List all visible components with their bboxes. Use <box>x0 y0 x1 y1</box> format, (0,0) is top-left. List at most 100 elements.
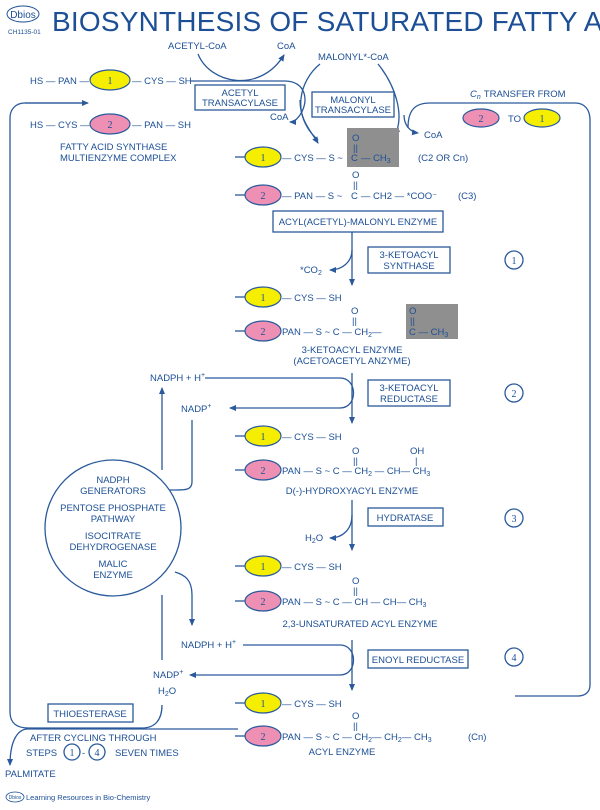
nadph-generators-circle <box>44 459 182 597</box>
enzyme-1-label: 1 <box>261 562 266 573</box>
generators-line-1: NADPH <box>96 475 129 486</box>
enzyme-2-ellipse <box>244 459 282 481</box>
complex-row1-left: HS — PAN — <box>30 76 89 87</box>
ketoacyl-name: 3-KETOACYL ENZYME <box>302 345 403 356</box>
enzyme-2-ellipse <box>244 184 282 206</box>
nadp-label: NADP+ <box>181 403 212 415</box>
transfer-enzyme-1-label: 1 <box>540 114 545 125</box>
generators-line-6: DEHYDROGENASE <box>69 542 156 553</box>
doc-code: CH1135-01 <box>8 29 41 36</box>
thioesterase-label: THIOESTERASE <box>53 709 126 720</box>
complex-label-2: MULTIENZYME COMPLEX <box>60 153 177 164</box>
enzyme-2-label: 2 <box>261 466 266 477</box>
ketoacyl-reductase-box <box>367 379 451 407</box>
enzyme-2-ellipse <box>244 725 282 747</box>
enzyme-1-ellipse <box>89 69 131 91</box>
footer-text: Learning Resources in Bio-Chemistry <box>26 793 150 802</box>
double-bond: || <box>353 721 358 732</box>
logo-text: Dbios <box>10 10 36 21</box>
malonyl-chain: — PAN — S ~ <box>282 191 343 202</box>
enzyme-1-ellipse <box>244 286 282 308</box>
generators-line-4: PATHWAY <box>91 514 136 525</box>
nadph-label-2: NADPH + H+ <box>181 639 236 651</box>
acetyl-highlight <box>347 128 399 167</box>
enzyme-2-label: 2 <box>261 597 266 608</box>
coa-release-arrow-2 <box>403 114 419 136</box>
enzyme-2-label: 2 <box>108 120 113 131</box>
generators-line-8: ENZYME <box>93 570 133 581</box>
malonyl-coa-label: MALONYL*-CoA <box>318 52 389 63</box>
acyl-enzyme-name: ACYL ENZYME <box>309 747 376 758</box>
cycle-note-times: SEVEN TIMES <box>115 748 179 759</box>
carbonyl-o: O <box>352 133 359 144</box>
nadph-label: NADPH + H+ <box>150 372 205 384</box>
acetyl-coa-arrow <box>197 53 285 82</box>
acyl-group: C— CH3 <box>351 153 391 165</box>
double-bond: || <box>353 586 358 597</box>
nadp-label-2: NADP+ <box>153 669 184 681</box>
transfer-enzyme-2-label: 2 <box>479 114 484 125</box>
complex-row2-left: HS — CYS — <box>30 120 90 131</box>
single-bond: | <box>415 456 417 467</box>
acyl-note: (C2 OR Cn) <box>418 153 468 164</box>
malonyl-transacylase-line1: MALONYL <box>330 95 375 106</box>
coa-label-right: CoA <box>424 130 443 141</box>
enzyme-1-label: 1 <box>261 699 266 710</box>
co2-arrow <box>329 249 353 273</box>
logo: Dbios <box>6 5 40 23</box>
ketoacyl-synthase-line1: 3-KETOACYL <box>380 250 439 261</box>
ketoacyl-alt-name: (ACETOACETYL ANZYME) <box>293 356 410 367</box>
acetyl-transacylase-line2: TRANSACYLASE <box>202 98 278 109</box>
coa-release-arrow <box>289 114 301 125</box>
enzyme-1-ellipse <box>244 555 282 577</box>
carbonyl-o: O <box>352 446 359 457</box>
enoyl-reductase-box <box>367 649 469 669</box>
cys-sh: — CYS — SH <box>282 293 342 304</box>
footer-logo <box>5 791 25 803</box>
transfer-to-label: TO <box>508 114 521 125</box>
step-4-label: 4 <box>512 653 517 664</box>
generators-line-2: GENERATORS <box>80 486 146 497</box>
cys-sh: — CYS — SH <box>282 699 342 710</box>
nadph-enoyl-loop <box>189 644 354 678</box>
enzyme-1-label: 1 <box>261 153 266 164</box>
carbonyl-o: O <box>352 576 359 587</box>
cycle-step-1-label: 1 <box>70 748 75 759</box>
carbonyl-o: O <box>351 306 358 317</box>
coa-label-top: CoA <box>277 41 296 52</box>
complex-label-1: FATTY ACID SYNTHASE <box>60 142 167 153</box>
enzyme-2-label: 2 <box>261 732 266 743</box>
malonyl-transacylase-box <box>311 91 395 118</box>
palmitate-arrow <box>7 728 238 766</box>
co2-label: *CO2 <box>300 265 322 277</box>
enzyme-2-ellipse <box>244 590 282 612</box>
transfer-enzyme-2 <box>462 108 500 128</box>
footer-logo-text: Dbios <box>9 795 22 801</box>
thioesterase-box <box>47 703 134 723</box>
hydroxyl-oh: OH <box>410 446 424 457</box>
acetyl-highlight <box>406 304 458 339</box>
acetyl-coa-label: ACETYL-CoA <box>168 41 227 52</box>
cys-sh: — CYS — SH <box>282 562 342 573</box>
ketoacyl-synthase-line2: SYNTHASE <box>383 261 434 272</box>
step-2-label: 2 <box>512 389 517 400</box>
cycle-step-4-label: 4 <box>95 748 100 759</box>
enoyl-reductase-label: ENOYL REDUCTASE <box>372 655 464 666</box>
enzyme-1-ellipse <box>244 146 282 168</box>
h2o-label: H2O <box>305 533 323 545</box>
enzyme-1-label: 1 <box>261 432 266 443</box>
acetyl-transacylase-line1: ACETYL <box>222 88 259 99</box>
double-bond: || <box>353 456 358 467</box>
ketoacyl-reductase-line1: 3-KETOACYL <box>380 383 439 394</box>
step-1-label: 1 <box>512 256 517 267</box>
acyl-malonyl-label: ACYL(ACETYL)-MALONYL ENZYME <box>279 217 438 228</box>
nadp-return-line <box>168 420 193 491</box>
enzyme-2-label: 2 <box>261 191 266 202</box>
enzyme-2-ellipse <box>244 320 282 342</box>
step-2-marker <box>504 383 524 403</box>
double-bond: || <box>353 180 358 191</box>
cycle-dash: - <box>82 748 85 759</box>
malonyl-note: (C3) <box>458 191 476 202</box>
cycle-note-steps: STEPS <box>26 748 57 759</box>
